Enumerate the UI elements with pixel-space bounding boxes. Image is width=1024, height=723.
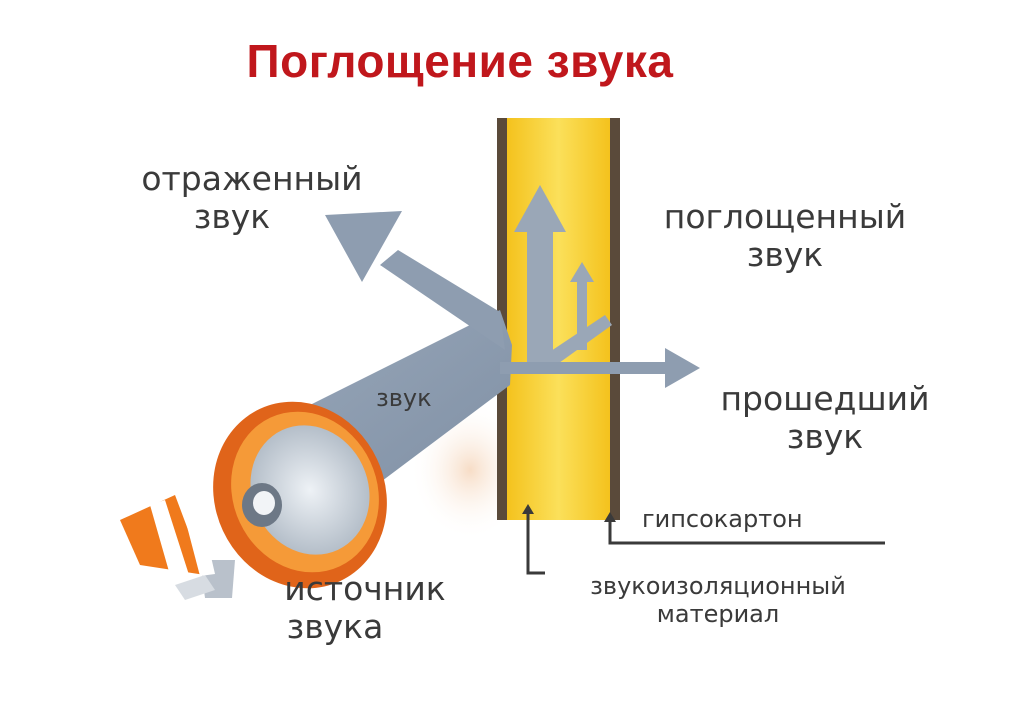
label-pointer-lines xyxy=(526,512,885,575)
drywall-right-layer xyxy=(610,118,620,520)
sound-source-label: источник звука xyxy=(240,570,490,646)
transmitted-label-line1: прошедший xyxy=(720,379,930,418)
transmitted-label-line2: звук xyxy=(786,416,864,456)
reflected-arrow xyxy=(325,211,505,350)
drywall-pointer xyxy=(608,520,885,545)
absorbed-sound-label: поглощенный звук xyxy=(625,198,945,274)
insulation-label-line1: звукоизоляционный xyxy=(590,572,846,600)
source-label-line2: звука xyxy=(286,606,384,646)
insulation-material-label: звукоизоляционный материал xyxy=(548,572,888,628)
reflected-label-line1: отраженный xyxy=(141,159,363,198)
transmitted-sound-label: прошедший звук xyxy=(690,380,960,456)
page-title: Поглощение звука xyxy=(246,35,674,87)
transmitted-arrow xyxy=(500,348,700,388)
drywall-label: гипсокартон xyxy=(642,505,803,533)
reflected-sound-label: отраженный звук xyxy=(112,160,392,236)
reflected-label-line2: звук xyxy=(193,196,271,236)
source-label-line1: источник xyxy=(284,569,446,608)
insulation-pointer xyxy=(526,512,545,575)
insulation-layer xyxy=(507,118,610,520)
insulation-label-line2: материал xyxy=(656,599,780,628)
absorbed-arrows xyxy=(514,185,612,370)
speaker-icon xyxy=(120,401,387,600)
incident-sound-label: звук xyxy=(376,384,432,412)
absorbed-label-line1: поглощенный xyxy=(663,197,907,236)
absorbed-label-line2: звук xyxy=(746,234,824,274)
